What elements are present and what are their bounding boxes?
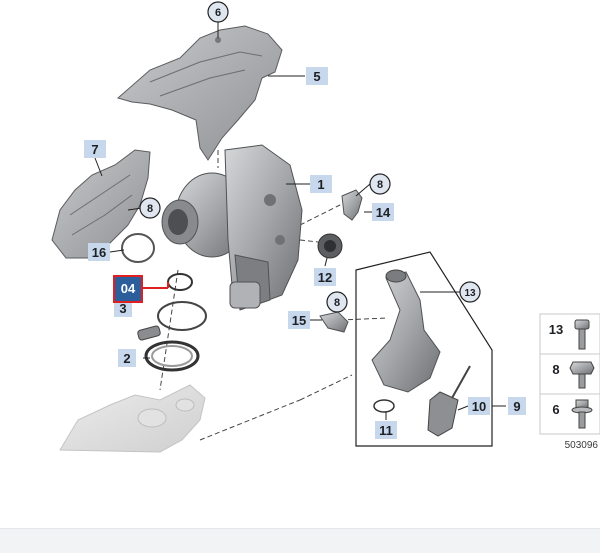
svg-text:04: 04 — [121, 281, 136, 296]
bracket-part-14[interactable] — [341, 189, 363, 221]
legend-item-8[interactable]: 8 — [552, 361, 595, 389]
callout-6-top[interactable]: 6 — [207, 1, 229, 23]
svg-text:8: 8 — [334, 297, 340, 309]
callout-9[interactable]: 9 — [508, 397, 526, 415]
gasket-part-16[interactable] — [121, 233, 155, 263]
callout-8-left[interactable]: 8 — [139, 197, 161, 219]
svg-text:8: 8 — [552, 362, 559, 377]
svg-text:6: 6 — [552, 402, 559, 417]
bolt-socket-head-icon — [574, 319, 590, 350]
callout-7[interactable]: 7 — [84, 140, 106, 158]
callout-8-upper-right[interactable]: 8 — [369, 173, 391, 195]
svg-text:8: 8 — [377, 179, 383, 191]
svg-text:9: 9 — [513, 399, 520, 414]
fastener-legend: 13 8 6 — [539, 313, 600, 435]
detail-box-part-9 — [355, 251, 493, 447]
svg-text:8: 8 — [147, 203, 153, 215]
callout-13[interactable]: 13 — [459, 281, 481, 303]
footer-strip — [0, 528, 600, 553]
gasket-part-04[interactable] — [167, 273, 193, 291]
svg-text:3: 3 — [119, 301, 126, 316]
svg-text:11: 11 — [379, 423, 393, 438]
callout-2[interactable]: 2 — [118, 349, 136, 367]
svg-text:16: 16 — [92, 245, 106, 260]
svg-text:1: 1 — [317, 177, 324, 192]
callout-3[interactable]: 3 — [114, 299, 132, 317]
callout-11[interactable]: 11 — [375, 421, 397, 439]
callout-5[interactable]: 5 — [306, 67, 328, 85]
diagram-reference-number: 503096 — [565, 440, 599, 451]
legend-item-6[interactable]: 6 — [552, 399, 593, 429]
svg-text:13: 13 — [549, 322, 563, 337]
exhaust-manifold-background — [59, 384, 206, 453]
svg-text:6: 6 — [215, 7, 221, 19]
callout-14[interactable]: 14 — [372, 203, 394, 221]
heat-shield-part-7[interactable] — [51, 149, 151, 259]
callout-8-middle[interactable]: 8 — [326, 291, 348, 313]
callout-12[interactable]: 12 — [314, 268, 336, 286]
callout-16[interactable]: 16 — [88, 243, 110, 261]
bracket-part-15[interactable] — [319, 311, 349, 333]
svg-text:5: 5 — [313, 69, 320, 84]
bolt-flange-head-icon — [571, 399, 593, 429]
selected-callout-04[interactable]: 04 — [113, 275, 143, 303]
svg-text:14: 14 — [376, 205, 391, 220]
hose-part-12[interactable] — [317, 233, 343, 259]
seal-ring-part-3[interactable] — [157, 301, 207, 331]
leader-lines — [94, 22, 506, 420]
svg-text:7: 7 — [91, 142, 98, 157]
heat-shield-part-5[interactable] — [116, 25, 283, 161]
callout-1[interactable]: 1 — [310, 175, 332, 193]
svg-text:10: 10 — [472, 399, 486, 414]
callout-15[interactable]: 15 — [288, 311, 310, 329]
turbocharger-part-1[interactable] — [161, 144, 303, 311]
bolt-hex-head-icon — [569, 361, 595, 389]
svg-text:13: 13 — [464, 288, 476, 299]
callout-10[interactable]: 10 — [468, 397, 490, 415]
v-band-clamp-part-2[interactable] — [137, 325, 200, 372]
legend-item-13[interactable]: 13 — [549, 319, 590, 350]
svg-text:2: 2 — [123, 351, 130, 366]
svg-text:15: 15 — [292, 313, 306, 328]
svg-text:12: 12 — [318, 270, 332, 285]
